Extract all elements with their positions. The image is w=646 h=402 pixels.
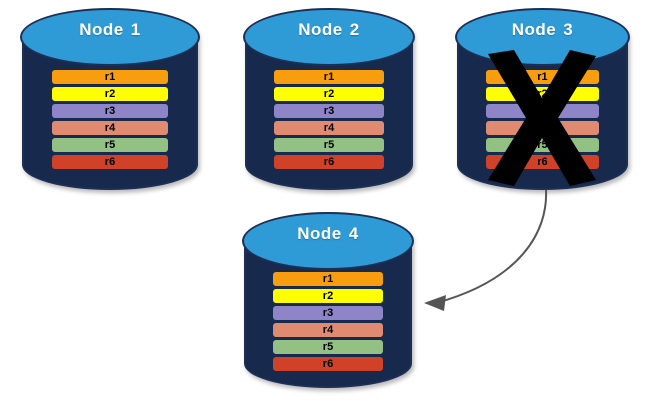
node-2-title: Node 2 [245,20,413,40]
row-bar-r1: r1 [273,70,385,84]
row-bar-r5: r5 [486,138,599,152]
node-3-title: Node 3 [457,20,628,40]
node-4-row-list: r1 r2 r3 r4 r5 r6 [244,272,412,371]
node-4-cylinder-top [242,212,414,270]
row-bar-r2: r2 [486,87,599,101]
row-bar-r5: r5 [51,138,169,152]
row-bar-r4: r4 [51,121,169,135]
row-bar-r6: r6 [272,357,384,371]
row-bar-r1: r1 [272,272,384,286]
row-bar-r2: r2 [51,87,169,101]
row-bar-r1: r1 [51,70,169,84]
row-bar-r4: r4 [272,323,384,337]
row-bar-r6: r6 [273,155,385,169]
row-bar-r1: r1 [486,70,599,84]
node-2-row-list: r1 r2 r3 r4 r5 r6 [245,70,413,169]
row-bar-r2: r2 [273,87,385,101]
node-2-number: 2 [349,20,360,39]
node-3[interactable]: Node 3 r1 r2 r3 r4 r5 r6 [455,8,630,190]
node-2-label: Node [298,20,343,39]
row-bar-r6: r6 [51,155,169,169]
row-bar-r2: r2 [272,289,384,303]
row-bar-r5: r5 [272,340,384,354]
node-4-label: Node [297,224,342,243]
node-2-cylinder-top [243,8,415,66]
node-3-label: Node [511,20,557,39]
node-1-row-list: r1 r2 r3 r4 r5 r6 [22,70,198,169]
node-4-title: Node 4 [244,224,412,244]
row-bar-r6: r6 [486,155,599,169]
node-4-number: 4 [348,224,359,243]
row-bar-r3: r3 [51,104,169,118]
row-bar-r3: r3 [272,306,384,320]
node-2[interactable]: Node 2 r1 r2 r3 r4 r5 r6 [243,8,415,190]
node-3-number: 3 [563,20,574,39]
node-4[interactable]: Node 4 r1 r2 r3 r4 r5 r6 [242,212,414,388]
row-bar-r3: r3 [273,104,385,118]
node-1-title: Node 1 [22,20,198,40]
node-1[interactable]: Node 1 r1 r2 r3 r4 r5 r6 [20,8,200,190]
row-bar-r5: r5 [273,138,385,152]
row-bar-r4: r4 [486,121,599,135]
node-3-row-list: r1 r2 r3 r4 r5 r6 [457,70,628,169]
node-1-cylinder-top [20,8,200,66]
node-1-number: 1 [130,20,141,39]
row-bar-r4: r4 [273,121,385,135]
node-1-label: Node [79,20,124,39]
row-bar-r3: r3 [486,104,599,118]
